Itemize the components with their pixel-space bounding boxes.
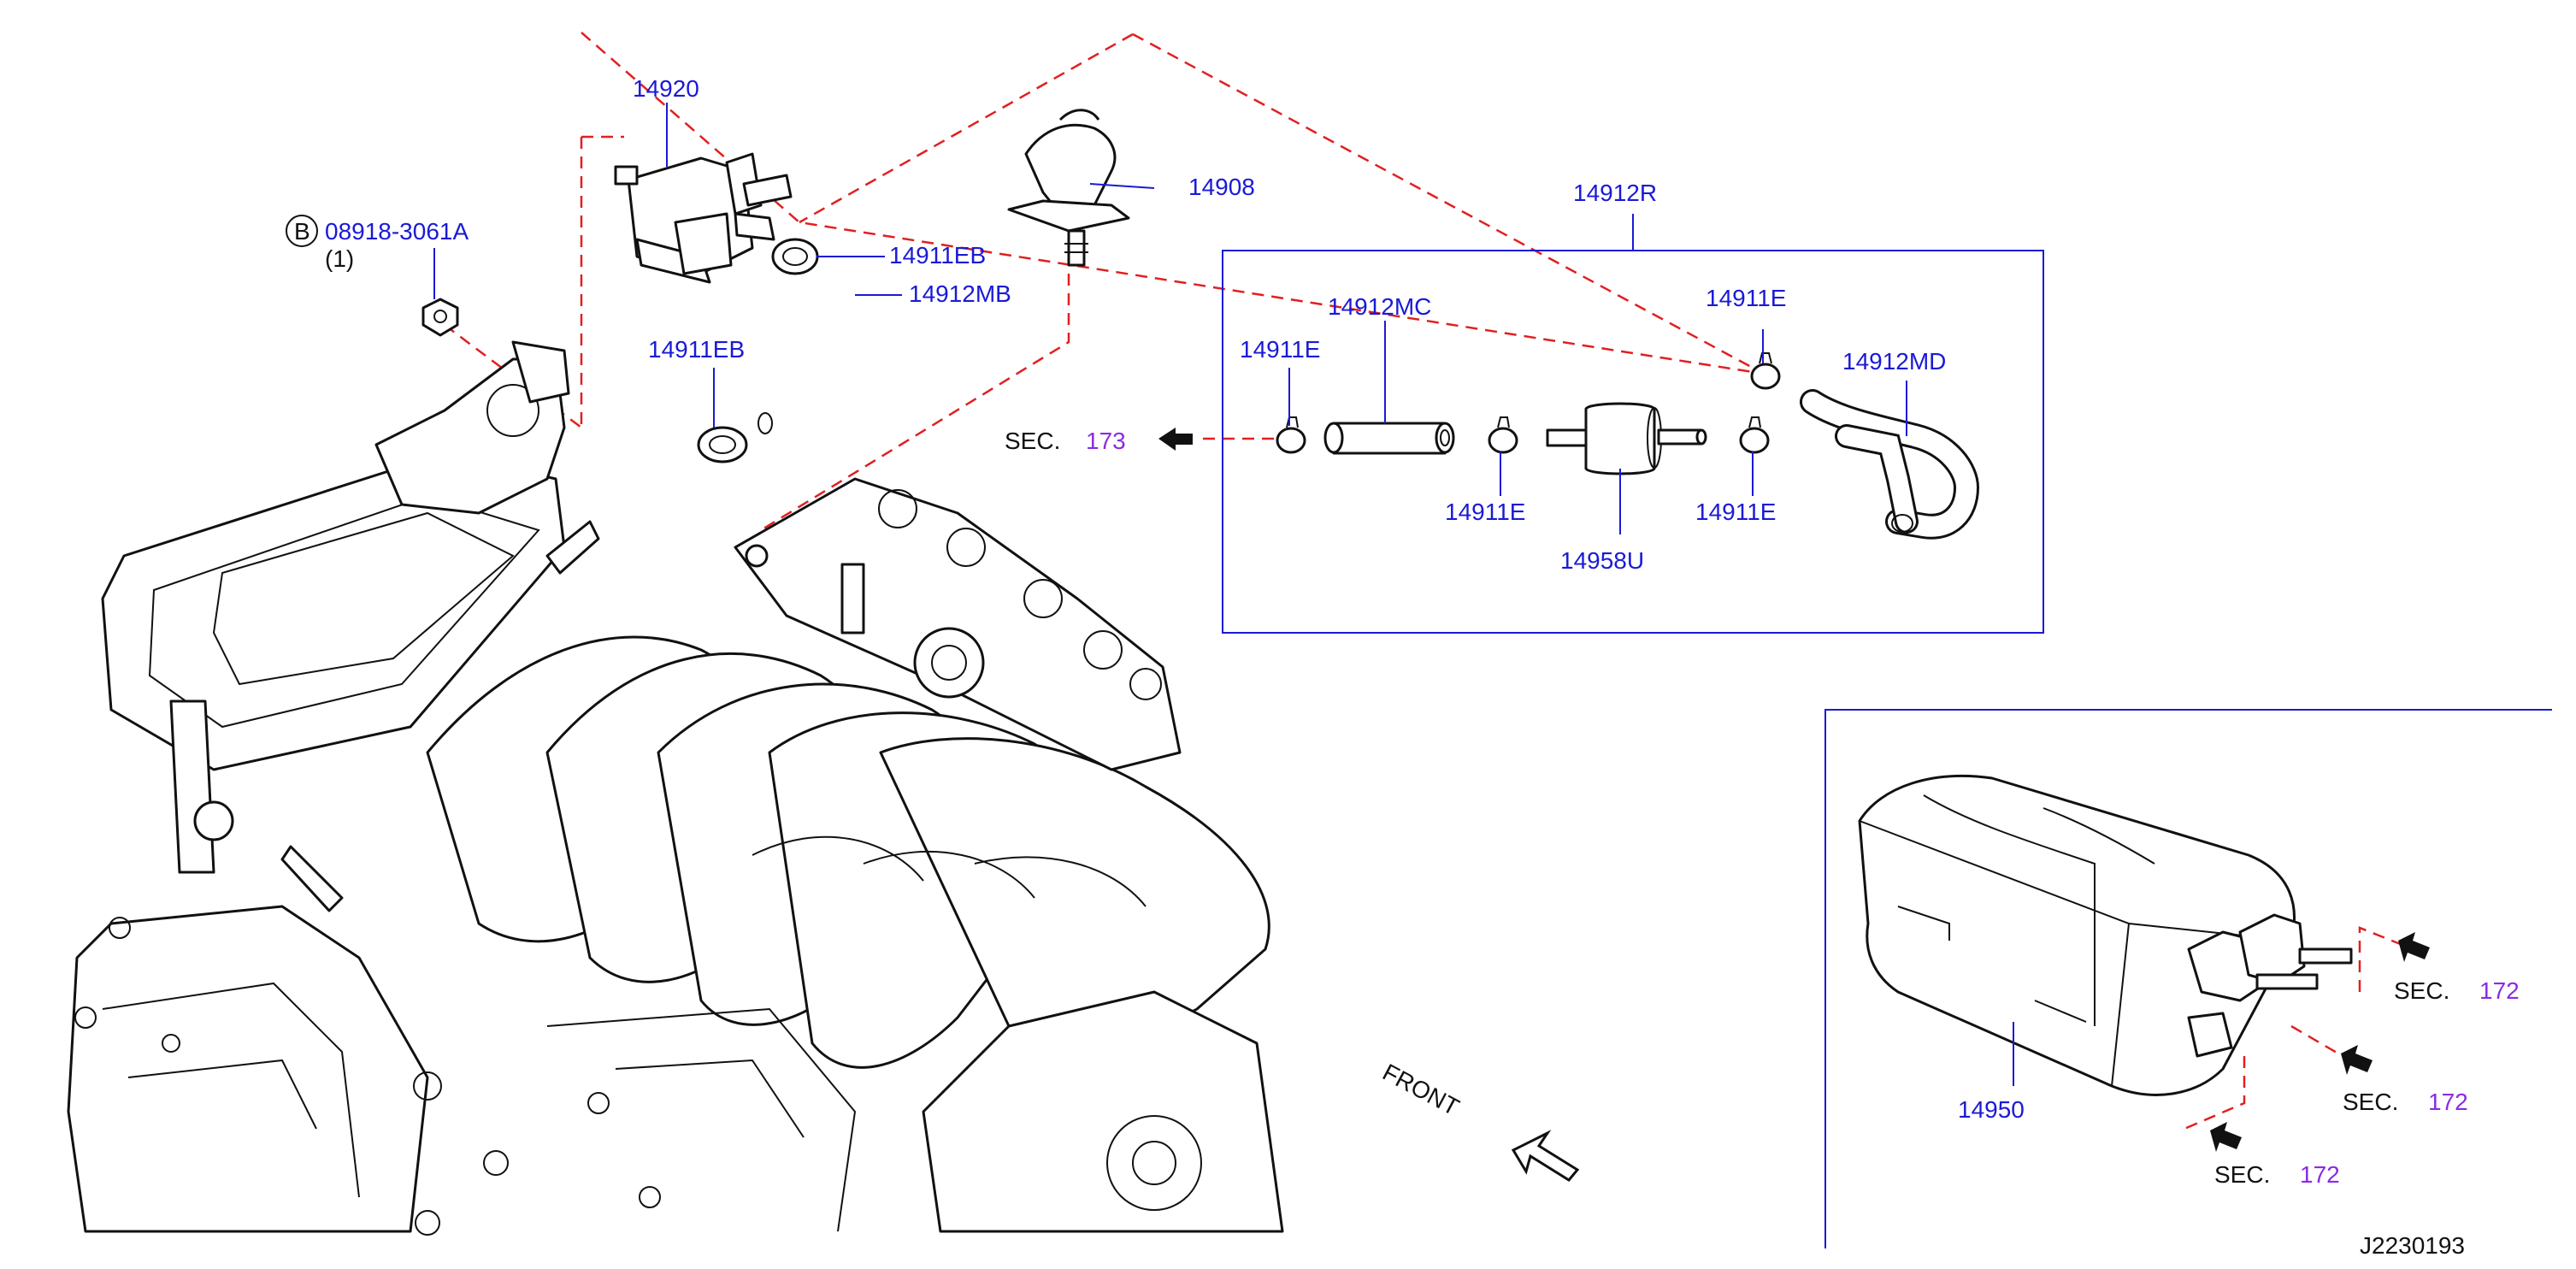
sec172-arrow-a bbox=[2398, 932, 2430, 962]
label-14911EB-a: 14911EB bbox=[889, 242, 986, 269]
guide-lines bbox=[444, 32, 2403, 1130]
part-14920-illustration bbox=[614, 152, 793, 284]
label-sec-172-a-word: SEC. bbox=[2394, 977, 2449, 1004]
label-14912R: 14912R bbox=[1573, 180, 1657, 206]
label-08918-badge: B bbox=[294, 218, 310, 245]
label-sec-172-c-word: SEC. bbox=[2214, 1161, 2270, 1188]
label-sec-173-word: SEC. bbox=[1005, 428, 1060, 454]
label-08918-3061A: 08918-3061A bbox=[325, 218, 469, 245]
label-sec-172-c-number: 172 bbox=[2300, 1161, 2340, 1188]
labels: 14920 14908 14912R B 08918-3061A (1) 149… bbox=[286, 75, 2520, 1259]
part-14912MC-hose-illustration bbox=[1323, 422, 1455, 455]
label-14908: 14908 bbox=[1188, 174, 1255, 200]
sec172-arrow-c bbox=[2210, 1122, 2242, 1152]
label-sec-172-a-number: 172 bbox=[2479, 977, 2520, 1004]
sec173-arrow bbox=[1158, 428, 1193, 451]
part-14908-illustration bbox=[1007, 109, 1130, 267]
label-sec-173-number: 173 bbox=[1086, 428, 1126, 454]
label-14912MC: 14912MC bbox=[1328, 293, 1431, 320]
part-14912MB-hose-illustration bbox=[756, 277, 960, 434]
label-14920: 14920 bbox=[633, 75, 699, 102]
sec172-arrow-b bbox=[2341, 1045, 2373, 1075]
label-sec-172-b-number: 172 bbox=[2428, 1089, 2468, 1115]
label-14912MD: 14912MD bbox=[1842, 348, 1946, 375]
intake-manifold-illustration bbox=[67, 340, 1284, 1236]
label-14911E-a: 14911E bbox=[1240, 336, 1320, 363]
part-08918-nut-illustration bbox=[421, 298, 459, 337]
leader-lines bbox=[433, 103, 2014, 1086]
kit-14912R-box bbox=[1222, 250, 2044, 634]
label-14912MB: 14912MB bbox=[909, 280, 1011, 307]
badge-circle bbox=[286, 215, 318, 247]
label-14950: 14950 bbox=[1958, 1096, 2025, 1123]
label-14958U: 14958U bbox=[1560, 547, 1644, 574]
canister-14950-box bbox=[1824, 709, 2552, 1248]
label-14911E-d: 14911E bbox=[1695, 499, 1776, 525]
part-14958U-filter-illustration bbox=[1546, 402, 1707, 475]
part-14912MD-hose-illustration bbox=[1800, 389, 1980, 540]
front-arrow-icon bbox=[1511, 1130, 1580, 1182]
part-14950-canister-illustration bbox=[1858, 775, 2353, 1096]
label-14911EB-b: 14911EB bbox=[648, 336, 745, 363]
diagram-id: J2230193 bbox=[2360, 1232, 2465, 1259]
label-14911E-b: 14911E bbox=[1706, 285, 1786, 311]
label-14911E-c: 14911E bbox=[1445, 499, 1525, 525]
label-front: FRONT bbox=[1378, 1059, 1464, 1121]
clamp-14911E-illustrations bbox=[1276, 352, 1781, 454]
label-08918-qty: (1) bbox=[325, 245, 354, 272]
label-sec-172-b-word: SEC. bbox=[2343, 1089, 2398, 1115]
